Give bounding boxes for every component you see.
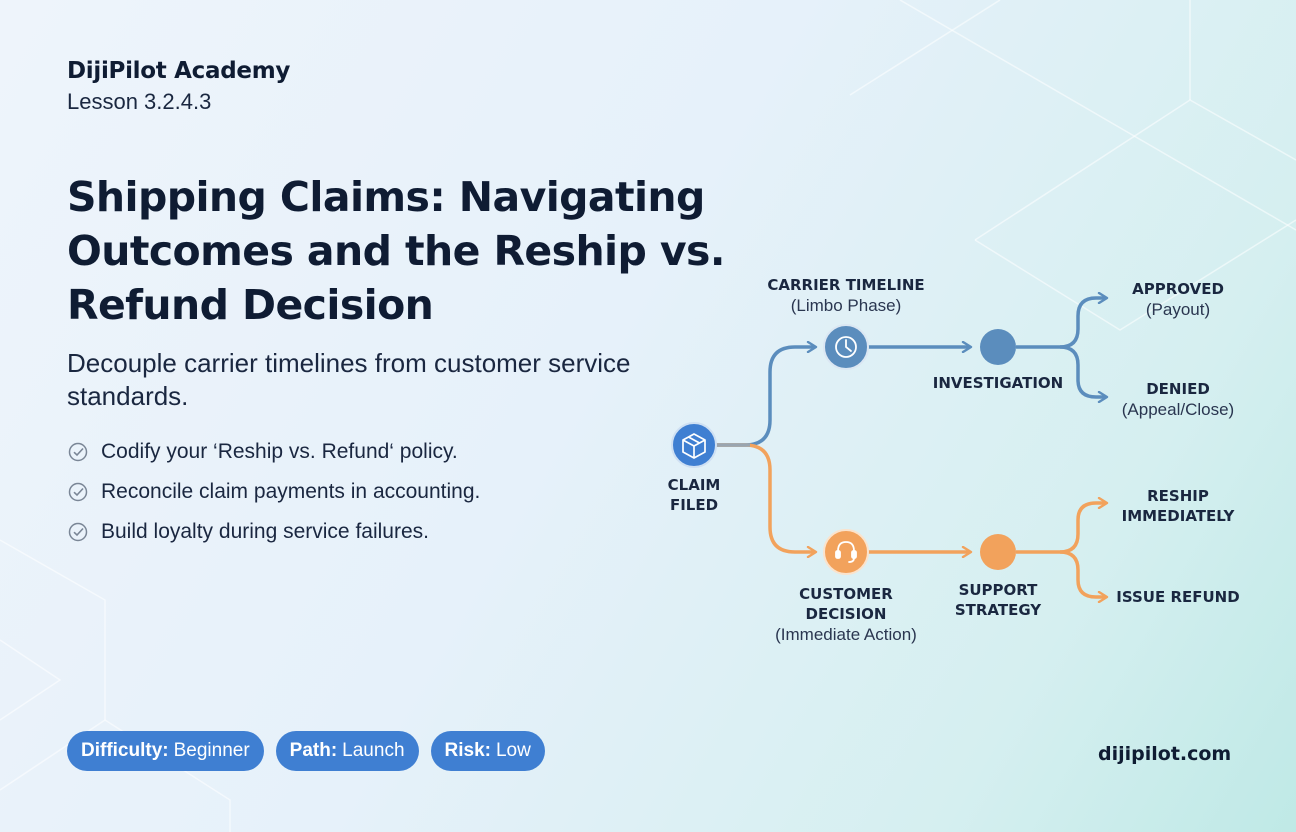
checklist-text: Codify your ‘Reship vs. Refund‘ policy. [101,440,458,463]
claim-filed-node [671,422,717,468]
reship-label-line1: RESHIP [1147,487,1209,505]
box-icon [682,433,706,459]
approved-label: APPROVED [1132,280,1224,298]
denied-subtitle: (Appeal/Close) [1122,400,1234,419]
badge-value: Launch [342,740,405,761]
customer-decision-subtitle: (Immediate Action) [775,625,917,644]
denied-label: DENIED [1146,380,1210,398]
customer-decision-node [823,529,869,575]
risk-badge: Risk: Low [430,731,545,771]
badge-key: Path: [289,740,338,761]
badge-value: Beginner [173,740,250,761]
headset-icon [835,541,857,563]
support-strategy-label-line1: SUPPORT [959,581,1039,599]
clock-icon [835,336,857,358]
support-strategy-node [980,534,1016,570]
page-title: Shipping Claims: Navigating Outcomes and… [67,170,787,332]
badge-key: Difficulty: [81,740,169,761]
checklist: Codify your ‘Reship vs. Refund‘ policy. … [67,432,480,552]
claim-filed-label-line1: CLAIM [668,476,721,494]
list-item: Build loyalty during service failures. [67,512,480,552]
issue-refund-label: ISSUE REFUND [1116,588,1239,606]
check-circle-icon [68,442,88,462]
badge-key: Risk: [444,740,491,761]
title-line: Shipping Claims: Navigating [67,173,705,221]
customer-decision-title-line1: CUSTOMER [799,585,893,603]
approved-subtitle: (Payout) [1146,300,1210,319]
check-circle-icon [68,522,88,542]
title-line: Refund Decision [67,281,434,329]
checklist-text: Reconcile claim payments in accounting. [101,480,481,503]
investigation-node [980,329,1016,365]
check-circle-icon [68,482,88,502]
claim-filed-label-line2: FILED [670,496,718,514]
carrier-branch-connectors [715,298,1106,447]
customer-decision-title-line2: DECISION [806,605,887,623]
lesson-badges: Difficulty: Beginner Path: Launch Risk: … [67,731,557,771]
lesson-number: Lesson 3.2.4.3 [67,89,212,114]
support-strategy-label-line2: STRATEGY [955,601,1042,619]
carrier-timeline-node [823,324,869,370]
carrier-timeline-title: CARRIER TIMELINE [767,276,924,294]
page-subtitle: Decouple carrier timelines from customer… [67,348,631,411]
customer-branch-connectors [715,443,1106,597]
list-item: Codify your ‘Reship vs. Refund‘ policy. [67,432,480,472]
carrier-timeline-subtitle: (Limbo Phase) [791,296,902,315]
badge-value: Low [495,740,531,761]
list-item: Reconcile claim payments in accounting. [67,472,480,512]
title-line: Outcomes and the Reship vs. [67,227,725,275]
path-badge: Path: Launch [275,731,419,771]
investigation-label: INVESTIGATION [933,374,1063,392]
difficulty-badge: Difficulty: Beginner [67,731,264,771]
checklist-text: Build loyalty during service failures. [101,520,429,543]
brand-name: DijiPilot Academy [67,58,291,84]
reship-label-line2: IMMEDIATELY [1122,507,1236,525]
site-url: dijipilot.com [1098,743,1232,765]
